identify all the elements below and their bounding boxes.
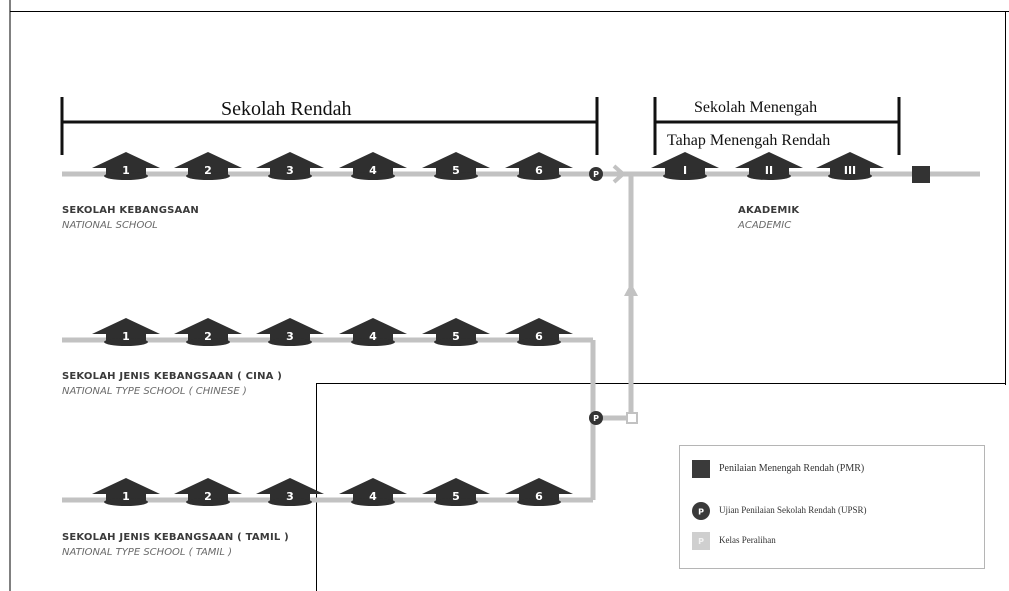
legend-pmr-label: Penilaian Menengah Rendah (PMR) — [719, 463, 865, 474]
svg-text:P: P — [593, 414, 599, 423]
year-cap-1-5: 5 — [422, 152, 490, 180]
cap-label: 1 — [122, 490, 130, 503]
cap-label: 5 — [452, 330, 460, 343]
year-cap-1-3: 3 — [256, 152, 324, 180]
year-cap-1-4: 4 — [339, 152, 407, 180]
stream-subtitle-cina: NATIONAL TYPE SCHOOL ( CHINESE ) — [62, 386, 247, 397]
year-cap-2-4: 4 — [339, 318, 407, 346]
year-cap-2-5: 5 — [422, 318, 490, 346]
stream-subtitle-kebangsaan: NATIONAL SCHOOL — [62, 220, 158, 231]
header-sekolah-rendah: Sekolah Rendah — [221, 98, 352, 120]
cap-label: 4 — [369, 490, 377, 503]
cap-label: 5 — [452, 490, 460, 503]
svg-text:P: P — [698, 537, 704, 546]
cap-label: 3 — [286, 164, 294, 177]
pmr-square-icon — [692, 460, 710, 478]
year-cap-2-1: 1 — [92, 318, 160, 346]
pmr-marker — [912, 166, 930, 183]
stream-label-cina: SEKOLAH JENIS KEBANGSAAN ( CINA ) — [62, 371, 283, 382]
year-cap-3-2: 2 — [174, 478, 242, 506]
cap-label: 2 — [204, 330, 212, 343]
cap-label: III — [844, 164, 856, 177]
svg-text:P: P — [698, 508, 704, 517]
legend-box: P P Penilaian Menengah Rendah (PMR) Ujia… — [679, 445, 985, 569]
secondary-subtitle-academic: ACADEMIC — [738, 220, 792, 231]
form-cap-3: III — [816, 152, 884, 180]
legend-icons: P P — [692, 460, 710, 550]
year-cap-3-1: 1 — [92, 478, 160, 506]
year-cap-1-2: 2 — [174, 152, 242, 180]
cap-label: 4 — [369, 164, 377, 177]
year-cap-3-5: 5 — [422, 478, 490, 506]
stream-subtitle-tamil: NATIONAL TYPE SCHOOL ( TAMIL ) — [62, 547, 233, 558]
header-sekolah-menengah: Sekolah Menengah — [694, 99, 818, 116]
cap-label: 2 — [204, 490, 212, 503]
cap-label: 4 — [369, 330, 377, 343]
stream-label-tamil: SEKOLAH JENIS KEBANGSAAN ( TAMIL ) — [62, 532, 289, 543]
upsr-marker-top: P — [589, 167, 603, 181]
cap-label: 6 — [535, 330, 543, 343]
year-cap-1-1: 1 — [92, 152, 160, 180]
year-cap-3-3: 3 — [256, 478, 324, 506]
svg-text:P: P — [593, 170, 599, 179]
chevron-right-icon — [612, 164, 627, 184]
year-cap-2-3: 3 — [256, 318, 324, 346]
year-cap-1-6: 6 — [505, 152, 573, 180]
year-cap-3-4: 4 — [339, 478, 407, 506]
cap-label: 6 — [535, 490, 543, 503]
form-cap-1: I — [651, 152, 719, 180]
cap-label: 5 — [452, 164, 460, 177]
markers: PP — [589, 164, 930, 425]
legend-upsr-label: Ujian Penilaian Sekolah Rendah (UPSR) — [719, 505, 867, 515]
upsr-marker-bottom: P — [589, 411, 603, 425]
form-cap-2: II — [735, 152, 803, 180]
cap-label: 6 — [535, 164, 543, 177]
header-tahap-menengah-rendah: Tahap Menengah Rendah — [667, 132, 831, 149]
cap-label: 1 — [122, 330, 130, 343]
legend-peralihan-label: Kelas Peralihan — [719, 535, 776, 545]
secondary-label-akademik: AKADEMIK — [738, 205, 800, 216]
cap-label: I — [683, 164, 687, 177]
cap-label: 3 — [286, 330, 294, 343]
year-cap-2-2: 2 — [174, 318, 242, 346]
upsr-p-icon — [692, 502, 710, 520]
cap-label: 3 — [286, 490, 294, 503]
arrow-up-icon — [624, 283, 638, 296]
peralihan-marker — [626, 412, 638, 424]
stream-label-kebangsaan: SEKOLAH KEBANGSAAN — [62, 205, 199, 216]
peralihan-square-icon — [692, 532, 710, 550]
cap-label: 2 — [204, 164, 212, 177]
cap-label: 1 — [122, 164, 130, 177]
year-cap-3-6: 6 — [505, 478, 573, 506]
year-cap-2-6: 6 — [505, 318, 573, 346]
cap-label: II — [765, 164, 773, 177]
